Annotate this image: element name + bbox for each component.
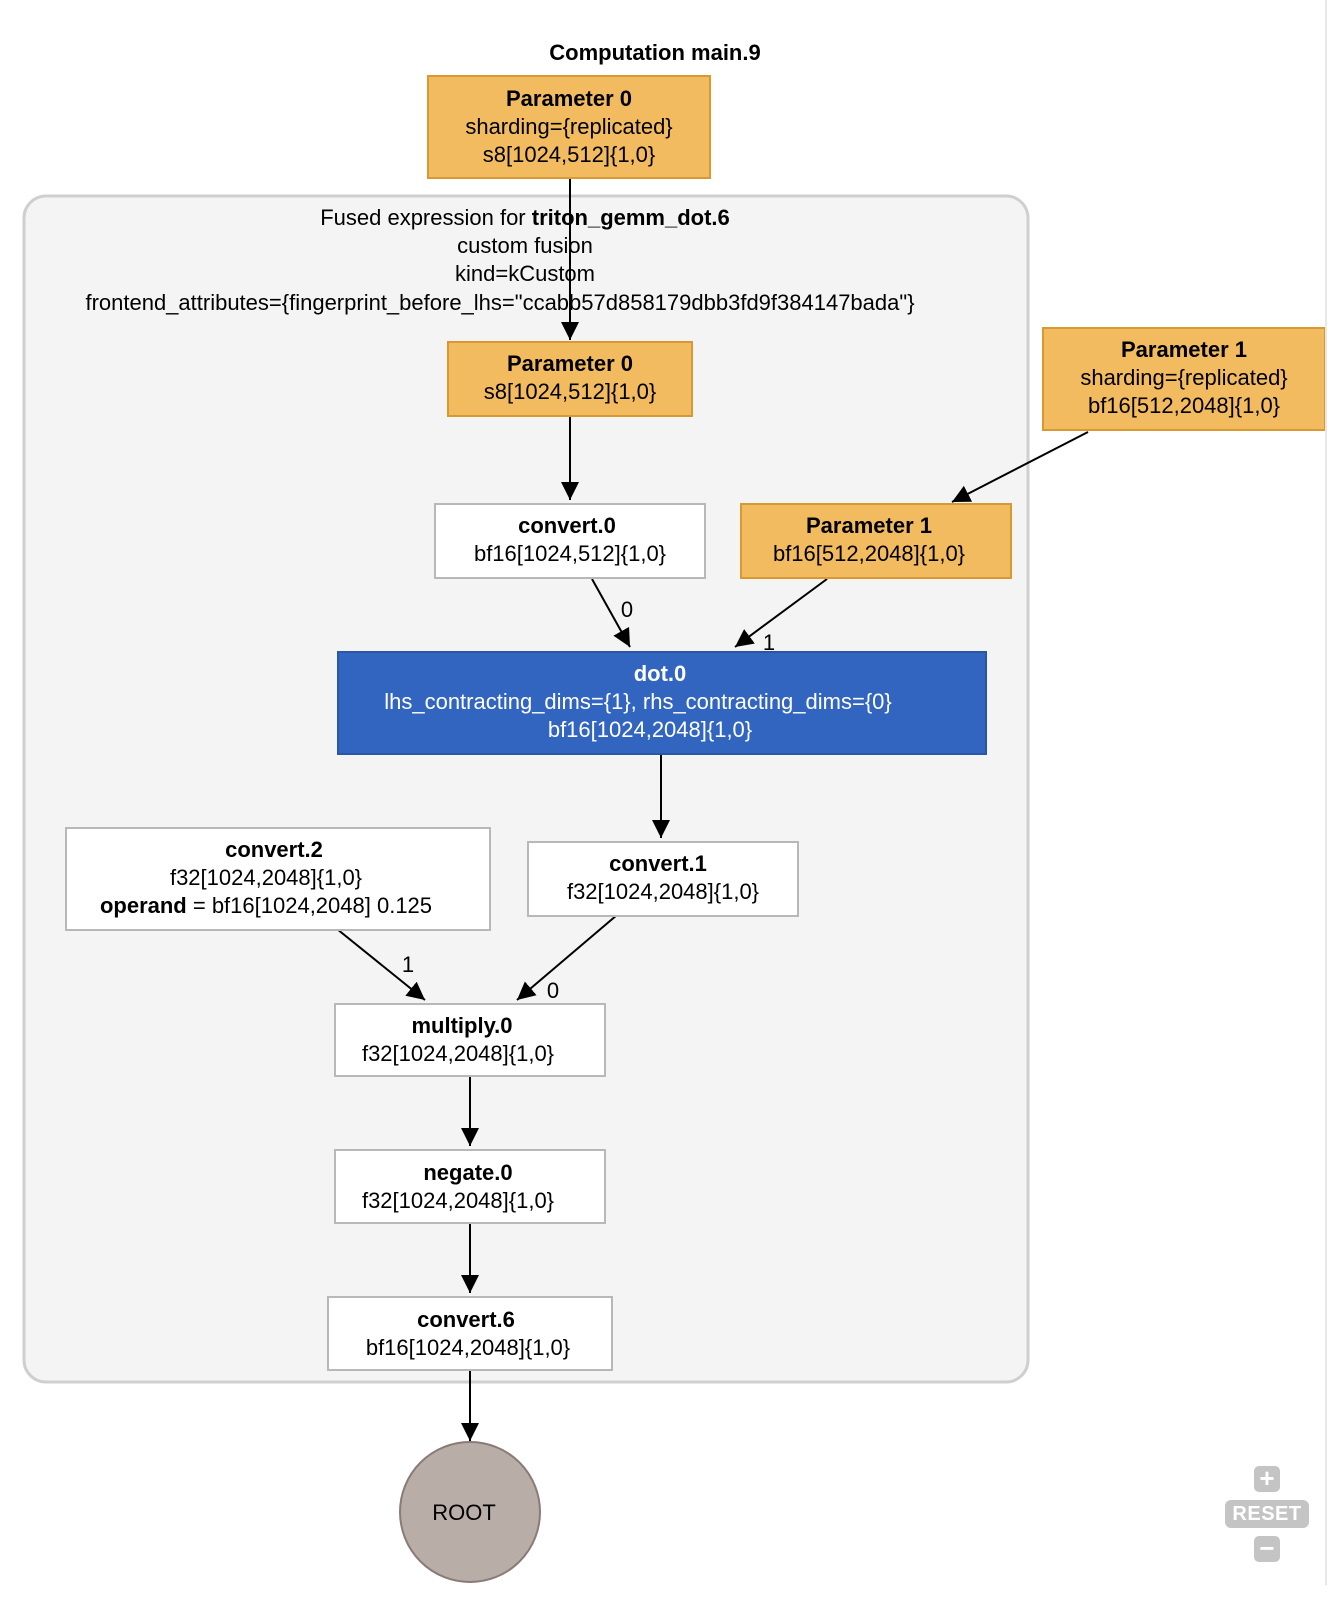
node-title: negate.0 <box>423 1160 512 1185</box>
edge-label-param1-dot: 1 <box>763 630 775 655</box>
node-dot-0[interactable]: dot.0 lhs_contracting_dims={1}, rhs_cont… <box>337 651 987 755</box>
root-label: ROOT <box>432 1500 496 1525</box>
node-shape: bf16[1024,2048]{1,0} <box>366 1335 570 1360</box>
node-title: dot.0 <box>634 661 687 686</box>
node-outer-parameter-1[interactable]: Parameter 1 sharding={replicated} bf16[5… <box>1042 327 1326 431</box>
node-sharding: sharding={replicated} <box>1080 365 1287 390</box>
node-convert-6[interactable]: convert.6 bf16[1024,2048]{1,0} <box>327 1296 613 1371</box>
node-title: convert.2 <box>225 837 323 862</box>
edge-label-convert1-multiply: 0 <box>547 978 559 1003</box>
node-shape: bf16[1024,2048]{1,0} <box>548 717 752 742</box>
node-shape: bf16[1024,512]{1,0} <box>474 541 666 566</box>
edge-label-convert2-multiply: 1 <box>402 952 414 977</box>
edge-label-convert0-dot: 0 <box>621 597 633 622</box>
edge-convert1-to-multiply <box>516 914 618 1001</box>
zoom-out-button[interactable]: − <box>1254 1535 1280 1562</box>
node-shape: f32[1024,2048]{1,0} <box>170 865 362 890</box>
node-title: Parameter 1 <box>1121 337 1247 362</box>
node-shape: f32[1024,2048]{1,0} <box>567 879 759 904</box>
fusion-frontend-attributes: frontend_attributes={fingerprint_before_… <box>85 290 914 315</box>
computation-title: Computation main.9 <box>549 40 760 65</box>
reset-button[interactable]: RESET <box>1225 1500 1309 1528</box>
node-title: Parameter 1 <box>806 513 932 538</box>
fusion-kind-custom: custom fusion <box>457 233 593 258</box>
node-shape: f32[1024,2048]{1,0} <box>362 1188 554 1213</box>
fusion-cluster[interactable] <box>22 194 1030 1384</box>
edge-convert0-to-dot <box>591 578 631 648</box>
node-root[interactable]: ROOT <box>399 1441 541 1583</box>
node-title: convert.6 <box>417 1307 515 1332</box>
node-shape: s8[1024,512]{1,0} <box>483 142 656 167</box>
node-sharding: sharding={replicated} <box>465 114 672 139</box>
node-shape: bf16[512,2048]{1,0} <box>1088 393 1280 418</box>
fusion-title: Fused expression for triton_gemm_dot.6 <box>320 205 730 230</box>
node-parameter-1[interactable]: Parameter 1 bf16[512,2048]{1,0} <box>740 503 1012 579</box>
zoom-controls: + RESET − <box>1224 1465 1310 1562</box>
node-convert-2[interactable]: convert.2 f32[1024,2048]{1,0} operand = … <box>65 827 491 931</box>
node-convert-0[interactable]: convert.0 bf16[1024,512]{1,0} <box>434 503 706 579</box>
fusion-kind: kind=kCustom <box>455 261 595 286</box>
node-title: Parameter 0 <box>507 351 633 376</box>
node-shape: bf16[512,2048]{1,0} <box>773 541 965 566</box>
node-title: multiply.0 <box>411 1013 512 1038</box>
node-parameter-0[interactable]: Parameter 0 s8[1024,512]{1,0} <box>447 341 693 417</box>
edge-convert2-to-multiply <box>336 928 426 1001</box>
edge-outer-param1-to-param1 <box>951 431 1089 503</box>
node-operand: operand = bf16[1024,2048] 0.125 <box>100 893 432 918</box>
zoom-in-button[interactable]: + <box>1254 1465 1280 1492</box>
node-shape: f32[1024,2048]{1,0} <box>362 1041 554 1066</box>
node-title: convert.0 <box>518 513 616 538</box>
viewport-edge <box>1325 0 1327 1585</box>
node-attrs: lhs_contracting_dims={1}, rhs_contractin… <box>384 689 892 714</box>
node-title: Parameter 0 <box>506 86 632 111</box>
node-convert-1[interactable]: convert.1 f32[1024,2048]{1,0} <box>527 841 799 917</box>
node-multiply-0[interactable]: multiply.0 f32[1024,2048]{1,0} <box>334 1003 606 1077</box>
edge-param1-to-dot <box>734 578 828 648</box>
node-top-parameter-0[interactable]: Parameter 0 sharding={replicated} s8[102… <box>427 75 711 179</box>
node-title: convert.1 <box>609 851 707 876</box>
node-shape: s8[1024,512]{1,0} <box>484 379 657 404</box>
node-negate-0[interactable]: negate.0 f32[1024,2048]{1,0} <box>334 1149 606 1224</box>
